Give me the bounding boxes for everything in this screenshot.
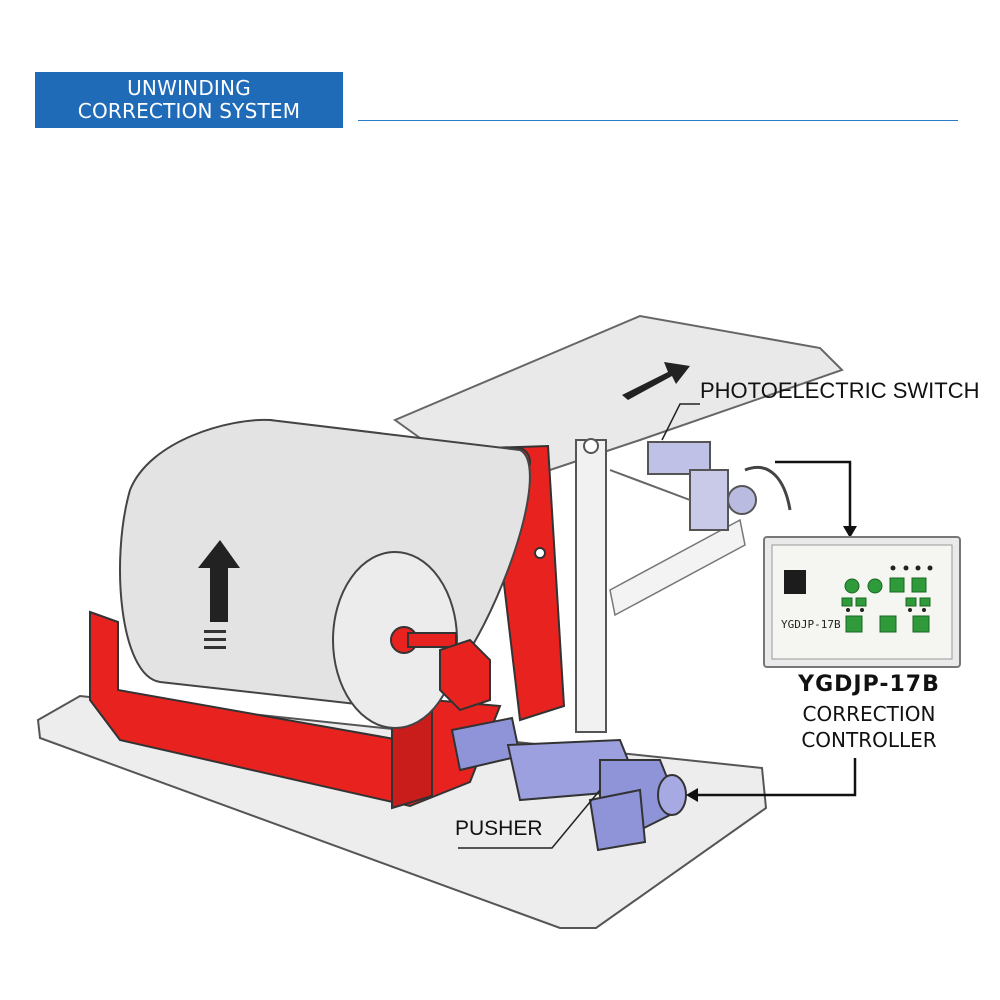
sensor-knob: [727, 485, 757, 515]
panel-plus-button: [844, 578, 860, 594]
frame-bolt: [534, 547, 546, 559]
lower-web: [609, 518, 746, 617]
pusher-label: PUSHER: [455, 817, 543, 840]
panel-button-right: [912, 615, 930, 633]
panel-buttons: [841, 577, 931, 633]
sensor-body: [689, 469, 729, 531]
panel-button-center: [879, 615, 897, 633]
panel-display: [784, 570, 806, 594]
roll-shaft: [407, 632, 457, 648]
pusher-cap: [657, 774, 687, 816]
sensor-head: [647, 441, 711, 475]
web-arrow: [622, 362, 690, 400]
pusher-foot: [588, 788, 647, 852]
title-line-1: UNWINDING: [127, 76, 251, 100]
title-banner: UNWINDING CORRECTION SYSTEM: [35, 72, 343, 128]
roll-arrow: [198, 540, 240, 622]
panel-button-left: [845, 615, 863, 633]
sensor-cable: [744, 465, 792, 511]
sensor-arm: [609, 469, 691, 501]
header-divider: [358, 120, 958, 121]
panel-button-auto: [889, 577, 905, 593]
panel-minus-button: [867, 578, 883, 594]
controller-model-label: YGDJP-17B: [798, 672, 940, 697]
post-pivot: [583, 438, 599, 454]
panel-button-manual: [911, 577, 927, 593]
panel-model-text: YGDJP-17B: [781, 618, 841, 631]
photo-label-leader: [661, 403, 700, 441]
sensor-post: [575, 439, 607, 733]
title-line-2: CORRECTION SYSTEM: [77, 99, 301, 123]
controller-label-line-2: CONTROLLER: [801, 728, 937, 752]
bearing-block: [439, 638, 491, 712]
panel-indicator-leds: [846, 565, 933, 612]
pusher-label-leader: [458, 789, 601, 849]
sensor-to-controller-arrow: [775, 460, 852, 528]
controller-to-pusher-arrow: [696, 758, 857, 797]
photoelectric-switch-label: PHOTOELECTRIC SWITCH: [700, 378, 980, 403]
controller-label-line-1: CORRECTION: [802, 702, 936, 726]
